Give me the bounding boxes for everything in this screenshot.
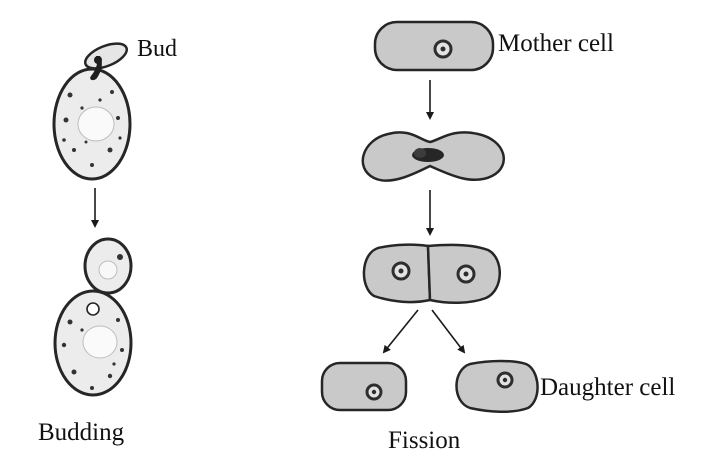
parent-yeast-vacuole bbox=[82, 325, 118, 359]
daughter-right-nucleolus bbox=[502, 377, 508, 383]
arrow-split-right bbox=[431, 309, 466, 354]
yeast-granules bbox=[62, 90, 122, 167]
bud-nucleus-dot bbox=[94, 56, 102, 64]
label-bud: Bud bbox=[137, 36, 178, 62]
daughter-bud-nucleus bbox=[117, 254, 123, 260]
mother-cell-nucleolus bbox=[440, 46, 446, 52]
label-fission: Fission bbox=[388, 427, 461, 454]
fission-section bbox=[320, 20, 539, 413]
daughter-cell-right bbox=[455, 359, 539, 413]
label-budding: Budding bbox=[38, 419, 125, 446]
daughter-right-body bbox=[455, 359, 539, 413]
dividing-cell bbox=[361, 131, 505, 182]
daughter-left-nucleolus bbox=[371, 389, 377, 395]
dividing-cell-nucleus-lobe bbox=[414, 148, 426, 158]
yeast-vacuole bbox=[77, 106, 115, 142]
daughter-left-body bbox=[320, 361, 408, 412]
divided-cells bbox=[362, 243, 501, 304]
arrow-split-left bbox=[382, 309, 419, 354]
label-daughter-cell: Daughter cell bbox=[540, 374, 676, 401]
daughter-bud-vacuole bbox=[98, 260, 118, 280]
divided-right-nucleolus bbox=[463, 271, 469, 277]
budding-section bbox=[52, 42, 133, 397]
yeast-cell-after-budding bbox=[53, 237, 133, 397]
divided-left-nucleolus bbox=[398, 268, 404, 274]
mother-cell bbox=[373, 20, 495, 72]
parent-yeast-granules bbox=[61, 318, 124, 390]
parent-small-vacuole bbox=[86, 302, 100, 316]
bud-cell bbox=[84, 42, 128, 70]
yeast-cell-with-bud bbox=[52, 42, 132, 181]
daughter-cell-left bbox=[320, 361, 408, 412]
label-mother-cell: Mother cell bbox=[498, 30, 614, 57]
